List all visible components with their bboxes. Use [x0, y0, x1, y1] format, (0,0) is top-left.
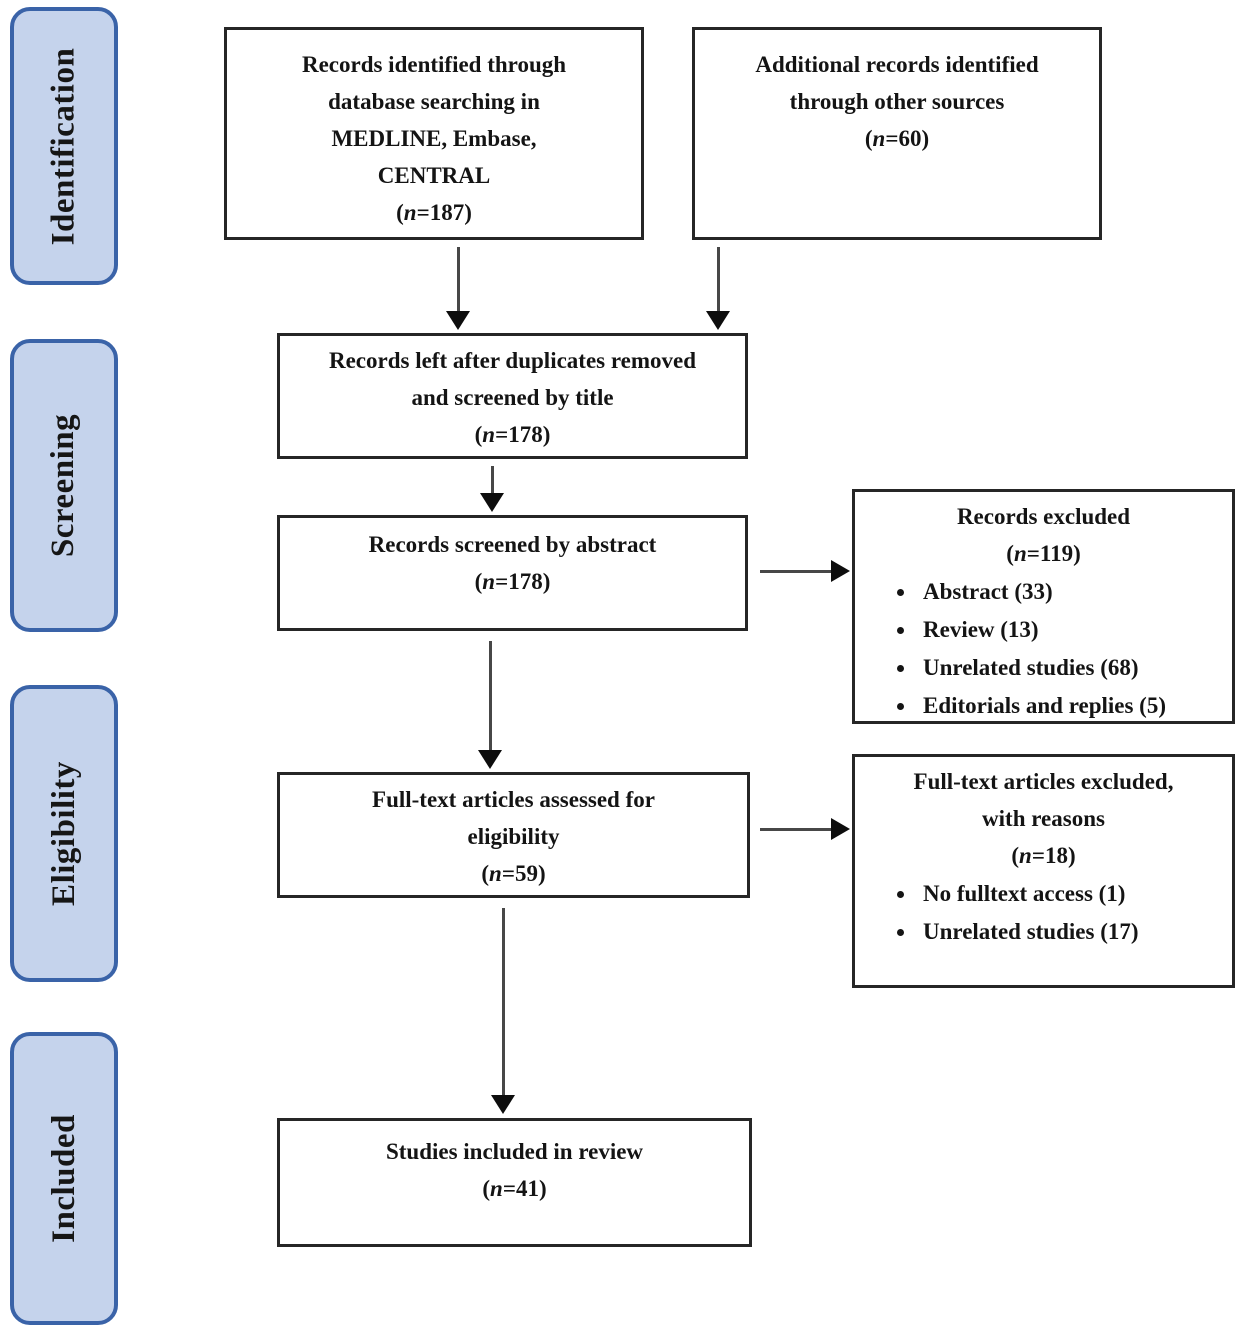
box-records-identified-count: (n=187) [396, 200, 472, 225]
box-additional-records-line1: Additional records identified [755, 52, 1039, 77]
stage-included: Included [10, 1032, 118, 1325]
box-records-excluded-title: Records excluded [956, 504, 1131, 529]
box-additional-records: Additional records identified through ot… [692, 27, 1102, 240]
arrow-fulltext-to-included-head [491, 1095, 515, 1114]
excluded-reason-unrelated: Unrelated studies (68) [917, 649, 1232, 687]
excluded-reason-editorials: Editorials and replies (5) [917, 687, 1232, 725]
arrow-identified-to-dedup-line [457, 247, 460, 313]
arrow-additional-to-dedup-head [706, 311, 730, 330]
stage-eligibility: Eligibility [10, 685, 118, 982]
box-records-identified-line3: MEDLINE, Embase, [331, 126, 537, 151]
box-records-excluded: Records excluded (n=119) Abstract (33) R… [852, 489, 1235, 724]
stage-identification-label: Identification [45, 47, 82, 245]
excluded-reason-abstract: Abstract (33) [917, 573, 1232, 611]
box-studies-included: Studies included in review (n=41) [277, 1118, 752, 1247]
box-records-identified-line1: Records identified through [301, 52, 567, 77]
box-fulltext-excluded-count: (n=18) [1011, 843, 1076, 868]
box-additional-records-count: (n=60) [864, 126, 930, 151]
box-duplicates-removed: Records left after duplicates removed an… [277, 333, 748, 459]
fulltext-excluded-reason-unrelated: Unrelated studies (17) [917, 913, 1232, 951]
arrow-additional-to-dedup-line [717, 247, 720, 313]
box-records-excluded-reasons: Abstract (33) Review (13) Unrelated stud… [855, 573, 1232, 725]
box-fulltext-excluded: Full-text articles excluded, with reason… [852, 754, 1235, 988]
box-additional-records-line2: through other sources [789, 89, 1005, 114]
box-duplicates-removed-count: (n=178) [474, 422, 551, 447]
box-fulltext-assessed: Full-text articles assessed for eligibil… [277, 772, 750, 898]
fulltext-excluded-reason-access: No fulltext access (1) [917, 875, 1232, 913]
box-duplicates-removed-line2: and screened by title [411, 385, 614, 410]
arrow-abstract-to-excluded-head [831, 560, 850, 582]
arrow-abstract-to-fulltext-line [489, 641, 492, 753]
box-fulltext-assessed-count: (n=59) [481, 861, 546, 886]
arrow-identified-to-dedup-head [446, 311, 470, 330]
box-fulltext-assessed-line1: Full-text articles assessed for [372, 787, 655, 812]
arrow-fulltext-to-included-line [502, 908, 505, 1098]
box-abstract-screened: Records screened by abstract (n=178) [277, 515, 748, 631]
stage-identification: Identification [10, 7, 118, 285]
box-studies-included-line1: Studies included in review [385, 1139, 644, 1164]
arrow-abstract-to-excluded-line [760, 570, 834, 573]
arrow-abstract-to-fulltext-head [478, 750, 502, 769]
excluded-reason-review: Review (13) [917, 611, 1232, 649]
arrow-dedup-to-abstract-line [491, 466, 494, 496]
box-fulltext-assessed-line2: eligibility [467, 824, 560, 849]
box-abstract-screened-count: (n=178) [474, 569, 551, 594]
box-duplicates-removed-line1: Records left after duplicates removed [328, 348, 697, 373]
arrow-fulltext-to-excluded-head [831, 818, 850, 840]
box-fulltext-excluded-title1: Full-text articles excluded, [913, 769, 1174, 794]
stage-eligibility-label: Eligibility [45, 761, 82, 906]
box-studies-included-count: (n=41) [482, 1176, 547, 1201]
box-fulltext-excluded-title2: with reasons [982, 806, 1105, 831]
box-abstract-screened-line1: Records screened by abstract [368, 532, 657, 557]
arrow-dedup-to-abstract-head [480, 493, 504, 512]
box-records-identified-line2: database searching in [328, 89, 540, 114]
stage-screening-label: Screening [45, 413, 82, 558]
arrow-fulltext-to-excluded-line [760, 828, 834, 831]
box-records-identified: Records identified through database sear… [224, 27, 644, 240]
box-fulltext-excluded-reasons: No fulltext access (1) Unrelated studies… [855, 875, 1232, 951]
box-records-excluded-count: (n=119) [1006, 541, 1081, 566]
stage-screening: Screening [10, 339, 118, 632]
box-records-identified-line4: CENTRAL [377, 163, 491, 188]
stage-included-label: Included [45, 1114, 82, 1243]
